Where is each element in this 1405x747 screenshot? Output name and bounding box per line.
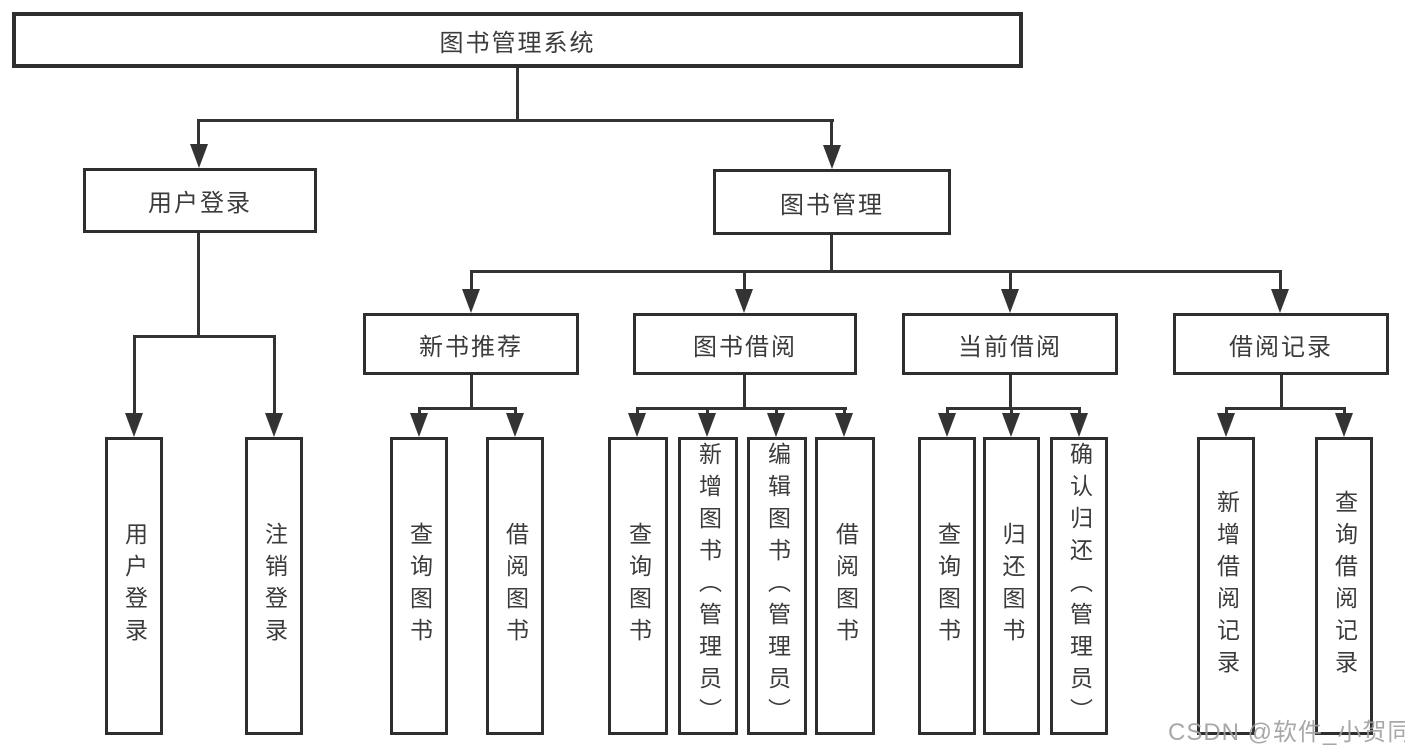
node-label: 当前借阅 bbox=[958, 333, 1062, 361]
arrow-down-icon bbox=[462, 289, 480, 313]
node-book-management: 图书管理 bbox=[713, 169, 951, 235]
arrow-down-icon bbox=[628, 413, 646, 437]
connector-line bbox=[636, 407, 847, 410]
connector-line bbox=[946, 407, 949, 415]
node-current-borrowing: 当前借阅 bbox=[902, 313, 1118, 375]
connector-line bbox=[418, 407, 421, 415]
arrow-down-icon bbox=[767, 413, 785, 437]
leaf-label: 注销登录 bbox=[261, 522, 288, 650]
leaf-label: 查询图书 bbox=[625, 522, 652, 650]
connector-line bbox=[1279, 270, 1282, 291]
connector-line bbox=[1280, 375, 1283, 409]
leaf-borrow-books-recommend: 借阅图书 bbox=[486, 437, 544, 735]
connector-line bbox=[1009, 375, 1012, 409]
leaf-label: 借阅图书 bbox=[832, 522, 859, 650]
node-new-book-recommend: 新书推荐 bbox=[363, 313, 579, 375]
connector-line bbox=[470, 270, 473, 291]
arrow-down-icon bbox=[938, 413, 956, 437]
leaf-query-books-borrowing: 查询图书 bbox=[608, 437, 668, 735]
leaf-label: 新增图书（管理员） bbox=[695, 442, 722, 730]
arrow-down-icon bbox=[698, 413, 716, 437]
leaf-add-borrow-record: 新增借阅记录 bbox=[1197, 437, 1255, 735]
leaf-return-books: 归还图书 bbox=[983, 437, 1040, 735]
leaf-label: 查询借阅记录 bbox=[1331, 490, 1358, 682]
arrow-down-icon bbox=[735, 289, 753, 313]
arrow-down-icon bbox=[506, 413, 524, 437]
node-label: 图书管理 bbox=[780, 191, 884, 219]
connector-line bbox=[133, 335, 136, 415]
arrow-down-icon bbox=[265, 413, 283, 437]
csdn-watermark: CSDN @软件_小贺同学 bbox=[1168, 719, 1405, 746]
connector-line bbox=[830, 119, 833, 151]
connector-line bbox=[514, 407, 517, 415]
leaf-label: 归还图书 bbox=[999, 522, 1025, 650]
leaf-confirm-return-admin: 确认归还（管理员） bbox=[1050, 437, 1108, 735]
connector-line bbox=[197, 233, 200, 338]
leaf-label: 新增借阅记录 bbox=[1213, 490, 1240, 682]
connector-line bbox=[470, 270, 1282, 273]
arrow-down-icon bbox=[1070, 413, 1088, 437]
connector-line bbox=[1010, 407, 1013, 415]
connector-line bbox=[1343, 407, 1346, 415]
connector-line bbox=[743, 270, 746, 291]
arrow-down-icon bbox=[823, 145, 841, 169]
node-library-system: 图书管理系统 bbox=[12, 12, 1023, 68]
arrow-down-icon bbox=[1217, 413, 1235, 437]
connector-line bbox=[273, 335, 276, 415]
connector-line bbox=[830, 235, 833, 273]
leaf-logout: 注销登录 bbox=[245, 437, 303, 735]
connector-line bbox=[418, 407, 517, 410]
node-borrowing-records: 借阅记录 bbox=[1173, 313, 1389, 375]
leaf-user-login: 用户登录 bbox=[105, 437, 163, 735]
arrow-down-icon bbox=[125, 413, 143, 437]
leaf-label: 查询图书 bbox=[934, 522, 961, 650]
node-label: 新书推荐 bbox=[419, 333, 523, 361]
leaf-label: 借阅图书 bbox=[502, 522, 529, 650]
arrow-down-icon bbox=[1002, 413, 1020, 437]
connector-line bbox=[843, 407, 846, 415]
connector-line bbox=[946, 407, 1081, 410]
connector-line bbox=[516, 68, 519, 122]
leaf-query-books-recommend: 查询图书 bbox=[390, 437, 448, 735]
connector-line bbox=[197, 119, 200, 150]
leaf-add-book-admin: 新增图书（管理员） bbox=[678, 437, 738, 735]
connector-line bbox=[775, 407, 778, 415]
connector-line bbox=[743, 375, 746, 409]
connector-line bbox=[636, 407, 639, 415]
connector-line bbox=[197, 119, 834, 122]
connector-line bbox=[1078, 407, 1081, 415]
node-book-borrowing: 图书借阅 bbox=[633, 313, 857, 375]
node-label: 图书管理系统 bbox=[439, 29, 596, 57]
leaf-label: 查询图书 bbox=[406, 522, 433, 650]
arrow-down-icon bbox=[1335, 413, 1353, 437]
arrow-down-icon bbox=[410, 413, 428, 437]
node-label: 图书借阅 bbox=[693, 333, 797, 361]
leaf-edit-book-admin: 编辑图书（管理员） bbox=[747, 437, 807, 735]
leaf-label: 用户登录 bbox=[121, 522, 148, 650]
leaf-query-borrow-record: 查询借阅记录 bbox=[1315, 437, 1373, 735]
leaf-query-books-current: 查询图书 bbox=[918, 437, 976, 735]
node-user-login: 用户登录 bbox=[83, 168, 317, 233]
connector-line bbox=[1225, 407, 1228, 415]
arrow-down-icon bbox=[190, 144, 208, 168]
node-label: 用户登录 bbox=[148, 190, 252, 217]
arrow-down-icon bbox=[1001, 289, 1019, 313]
arrow-down-icon bbox=[835, 413, 853, 437]
connector-line bbox=[1225, 407, 1346, 410]
leaf-borrow-books-borrowing: 借阅图书 bbox=[815, 437, 875, 735]
node-label: 借阅记录 bbox=[1229, 333, 1333, 361]
connector-line bbox=[706, 407, 709, 415]
connector-line bbox=[1009, 270, 1012, 291]
leaf-label: 编辑图书（管理员） bbox=[764, 442, 791, 730]
arrow-down-icon bbox=[1271, 289, 1289, 313]
connector-line bbox=[133, 335, 276, 338]
connector-line bbox=[470, 375, 473, 409]
leaf-label: 确认归还（管理员） bbox=[1066, 442, 1093, 730]
